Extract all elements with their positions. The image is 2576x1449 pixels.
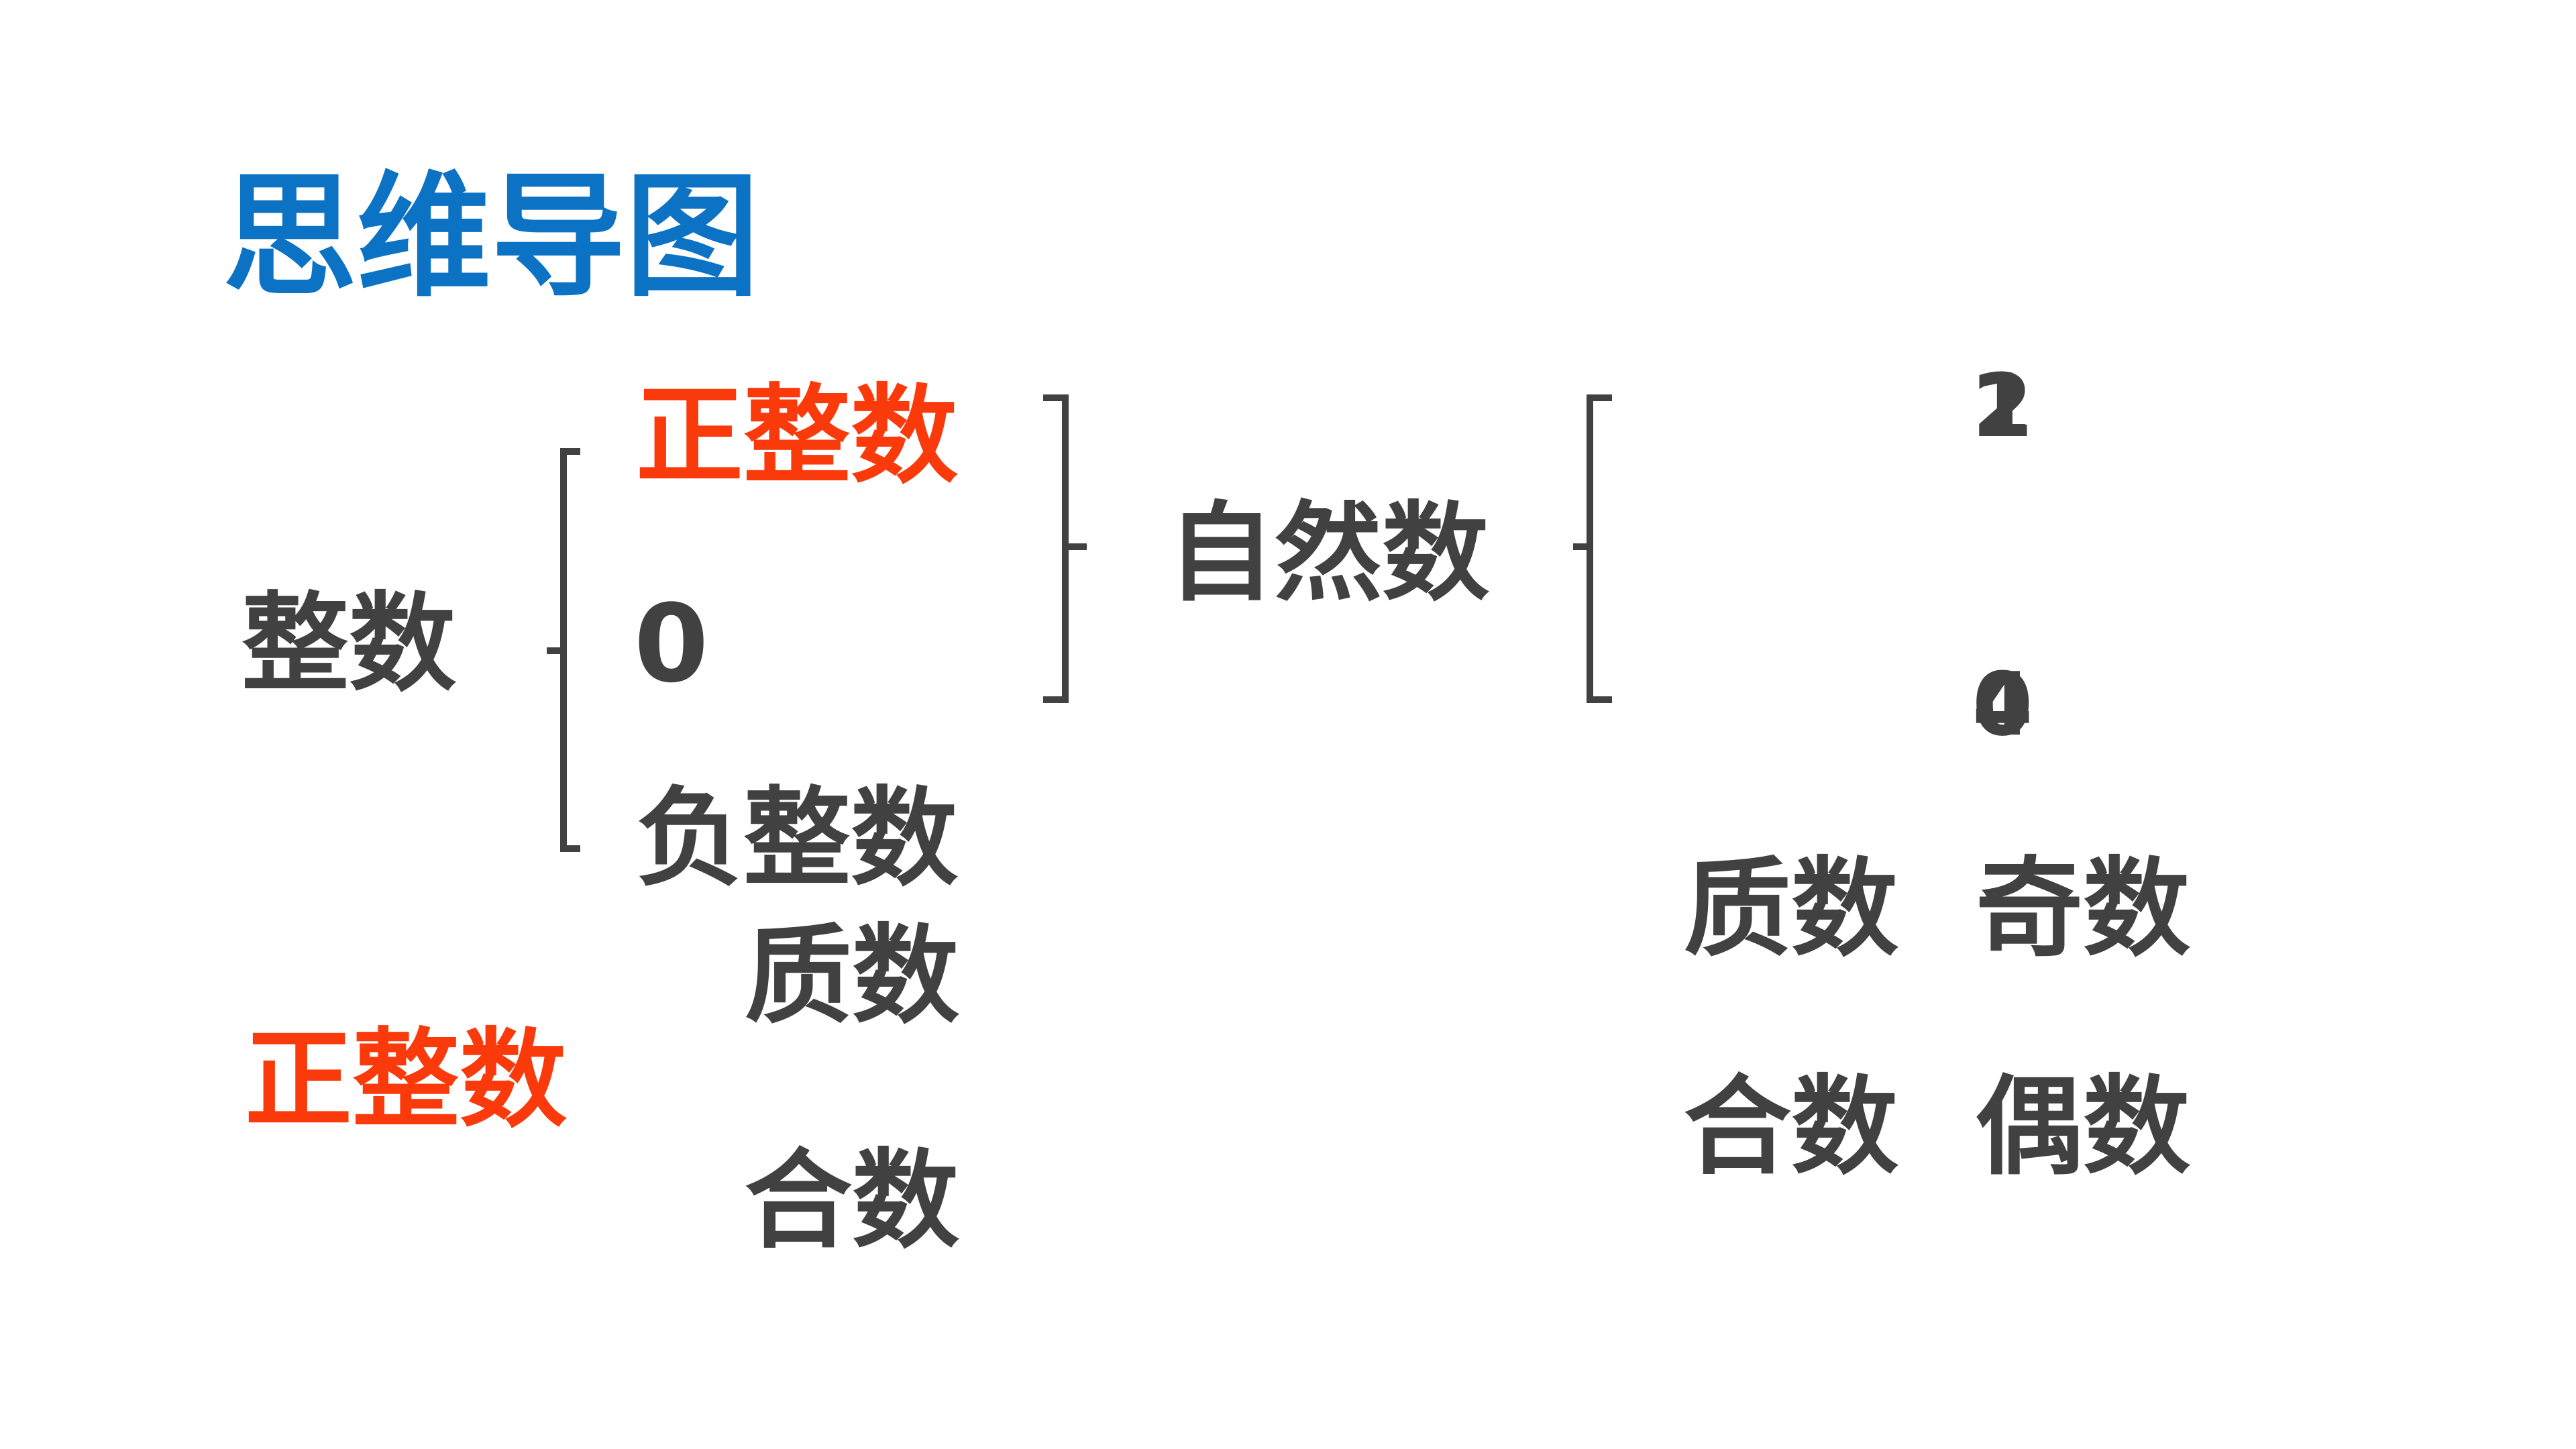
positive-integer-branch: 正整数 [636, 373, 959, 498]
negative-integer-branch: 负整数 [636, 775, 959, 901]
even-label: 偶数 [1976, 1064, 2191, 1189]
integer-root-label: 整数 [241, 581, 457, 706]
page-title: 思维导图 [223, 159, 760, 315]
zero-branch: 0 [634, 581, 709, 706]
natural-number-label: 自然数 [1167, 490, 1490, 616]
composite-label: 合数 [1684, 1064, 1899, 1189]
natural-number-brace [1043, 394, 1087, 703]
integer-brace [547, 448, 580, 852]
prime-label: 质数 [1684, 846, 1899, 971]
positive-integer-label: 正整数 [245, 1017, 568, 1142]
digit-2: 2 [1972, 355, 2033, 457]
natural-split-brace [1573, 394, 1612, 703]
prime-item: 质数 [745, 913, 960, 1038]
composite-item: 合数 [745, 1138, 960, 1263]
digit-0: 0 [1972, 653, 2033, 755]
digit-1: 1 [1972, 355, 2033, 457]
natural-split-top-digits: 2 1 [1972, 362, 2033, 456]
natural-split-bottom-digits: 4 0 [1972, 661, 2033, 755]
odd-label: 奇数 [1976, 846, 2191, 971]
digit-4: 4 [1972, 653, 2033, 755]
